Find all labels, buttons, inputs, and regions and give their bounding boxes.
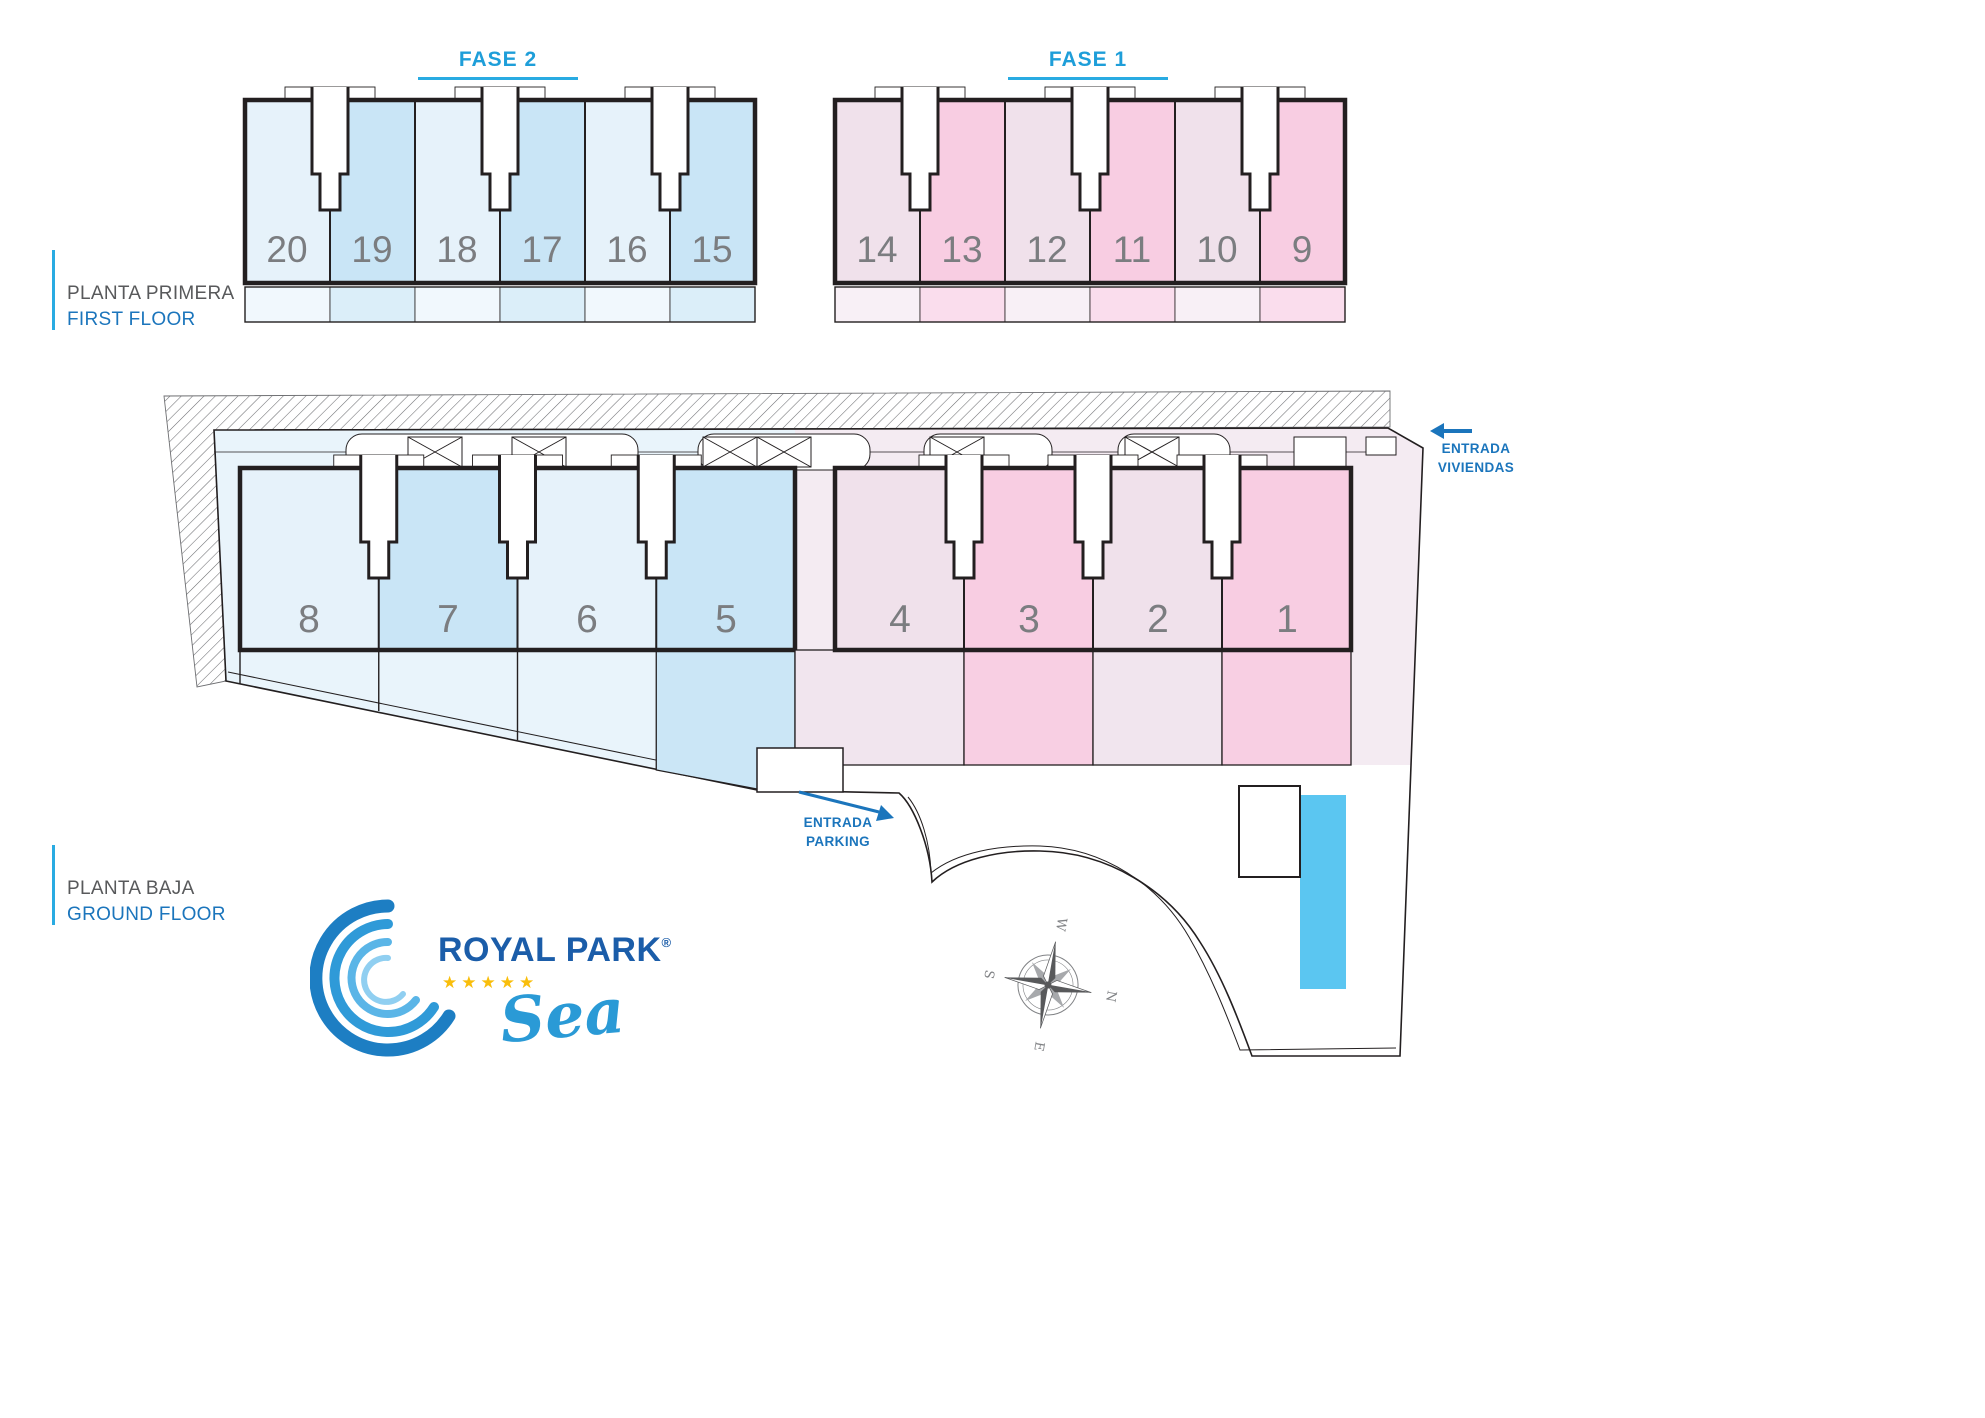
unit-number-15: 15 xyxy=(691,229,733,270)
logo-brand-row: ROYAL PARK® xyxy=(438,931,672,970)
service-building xyxy=(1238,785,1301,878)
fase2-title: FASE 2 xyxy=(458,48,538,71)
logo-registered-mark: ® xyxy=(661,935,672,950)
entrada-parking-label-2: PARKING xyxy=(805,834,871,849)
gf-fase1-block xyxy=(794,453,1354,766)
unit-number-8: 8 xyxy=(298,598,320,641)
fase1-title: FASE 1 xyxy=(1048,48,1128,71)
gf-unit-7-area xyxy=(378,468,518,650)
first-floor-label-es: PLANTA PRIMERA xyxy=(67,283,235,304)
entrada-viviendas-arrow xyxy=(1430,423,1472,439)
walkway-inner-line-right xyxy=(907,796,1397,1051)
unit-number-18: 18 xyxy=(436,229,478,270)
logo-product-text: Sea xyxy=(497,973,628,1058)
unit-number-11: 11 xyxy=(1112,229,1152,270)
logo-swirl-icon xyxy=(310,899,456,1057)
compass-west-label: W xyxy=(1051,916,1070,933)
gf-blue-garden-fences xyxy=(239,650,519,740)
first-floor-accent-bar xyxy=(52,250,55,330)
unit-number-9: 9 xyxy=(1291,229,1313,270)
unit-number-16: 16 xyxy=(606,229,648,270)
entrada-viviendas-label-2: VIVIENDAS xyxy=(1437,460,1515,475)
entrance-gate-box xyxy=(1365,436,1397,456)
gf-unit-5-area xyxy=(656,468,795,650)
fase2-underline xyxy=(418,77,578,80)
ground-floor-accent-bar xyxy=(52,845,55,925)
gf-unit-6-area xyxy=(517,468,657,650)
entrada-parking-arrow xyxy=(798,790,894,821)
pergola-box xyxy=(702,436,758,468)
unit-number-4: 4 xyxy=(889,598,911,641)
gf-unit-8-area xyxy=(240,468,379,650)
gf-unit-1-area xyxy=(1222,468,1351,650)
logo-brand-text: ROYAL PARK xyxy=(438,931,662,969)
unit-number-2: 2 xyxy=(1147,598,1169,641)
parking-ramp xyxy=(756,747,844,793)
compass-short-points xyxy=(1025,962,1071,1008)
compass-long-points xyxy=(1004,941,1092,1029)
ground-floor-label-es: PLANTA BAJA xyxy=(67,878,195,899)
unit-number-13: 13 xyxy=(941,229,983,270)
entrada-parking-label-1: ENTRADA xyxy=(803,815,873,830)
ff-fase1-terraces xyxy=(834,286,1346,323)
unit-number-1: 1 xyxy=(1276,598,1298,641)
compass-south-label: S xyxy=(980,968,997,980)
royal-park-sea-logo: ROYAL PARK® ★★★★★ Sea xyxy=(310,893,710,1093)
logo-stars: ★★★★★ xyxy=(442,973,539,992)
unit-number-20: 20 xyxy=(266,229,308,270)
compass-east-label: E xyxy=(1030,1040,1047,1053)
unit-number-10: 10 xyxy=(1196,229,1238,270)
gf-unit-4-area xyxy=(835,468,964,650)
gf-pink-gardens xyxy=(794,649,1352,766)
ff-fase2-block xyxy=(242,85,758,323)
unit-number-3: 3 xyxy=(1018,598,1040,641)
unit-number-19: 19 xyxy=(351,229,393,270)
gf-unit-2-area xyxy=(1093,468,1222,650)
unit-number-17: 17 xyxy=(521,229,563,270)
pool xyxy=(1300,795,1346,989)
unit-number-12: 12 xyxy=(1026,229,1068,270)
ff-fase2-terraces xyxy=(244,286,756,323)
entrada-viviendas-label-1: ENTRADA xyxy=(1441,441,1511,456)
compass-north-label: N xyxy=(1102,989,1119,1004)
compass-rose xyxy=(1004,941,1092,1029)
unit-number-14: 14 xyxy=(856,229,898,270)
site-outline xyxy=(213,427,1424,1057)
ff-fase1-block xyxy=(832,85,1348,323)
pergola-box xyxy=(756,436,812,468)
first-floor-label-en: FIRST FLOOR xyxy=(67,309,196,330)
plain-box xyxy=(1293,436,1347,468)
ground-floor-label-en: GROUND FLOOR xyxy=(67,904,226,925)
fase1-underline xyxy=(1008,77,1168,80)
ground-floor-site xyxy=(163,390,1472,1057)
unit-number-5: 5 xyxy=(715,598,737,641)
unit-number-7: 7 xyxy=(437,598,459,641)
unit-number-6: 6 xyxy=(576,598,598,641)
gf-unit-3-area xyxy=(964,468,1093,650)
